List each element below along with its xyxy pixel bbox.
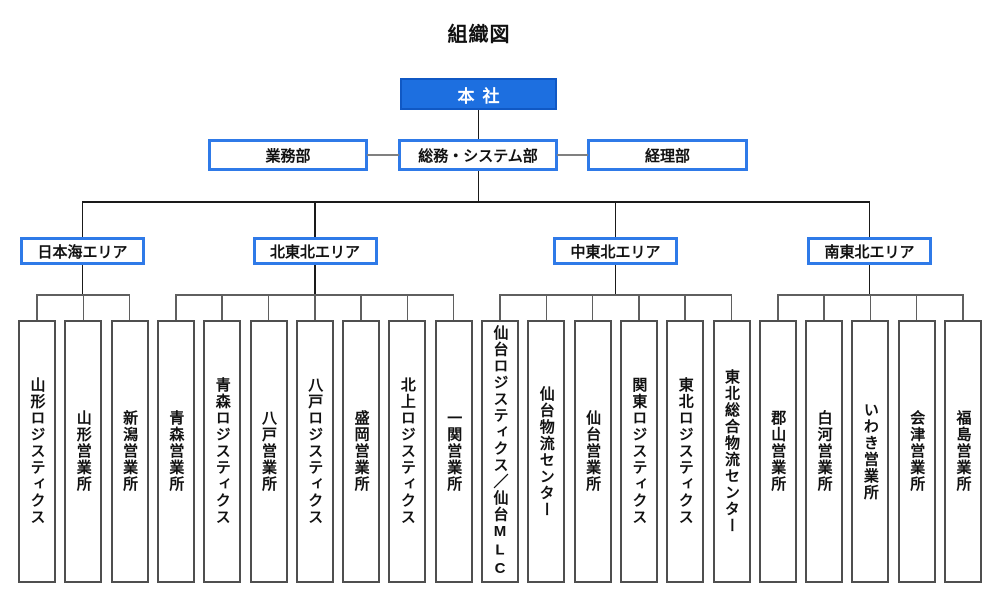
connector-office-stub bbox=[823, 295, 825, 320]
connector-office-stub bbox=[638, 295, 640, 320]
page-title: 組織図 bbox=[447, 24, 511, 46]
connector-office-stub bbox=[128, 295, 131, 320]
connector-trunk bbox=[477, 171, 480, 202]
office-label: 一関営業所 bbox=[445, 410, 463, 493]
office-label: 会津営業所 bbox=[908, 410, 926, 493]
office-label: 東北ロジスティクス bbox=[676, 377, 694, 526]
org-node-office: 郡山営業所 bbox=[758, 320, 797, 583]
org-node-area: 北東北エリア bbox=[252, 237, 378, 265]
org-node-department: 経理部 bbox=[587, 139, 748, 171]
connector-office-bus bbox=[499, 294, 733, 296]
connector-office-stub bbox=[545, 295, 548, 320]
connector-office-stub bbox=[82, 295, 85, 320]
connector-area-to-offices bbox=[81, 265, 84, 295]
connector-root-to-departments bbox=[477, 110, 480, 139]
connector-office-stub bbox=[267, 295, 270, 320]
office-label: 山形営業所 bbox=[74, 410, 92, 493]
connector-area-drop bbox=[314, 202, 316, 237]
connector-area-drop bbox=[868, 202, 871, 237]
org-node-office: 仙台物流センター bbox=[527, 320, 566, 583]
office-label: 八戸営業所 bbox=[260, 410, 277, 493]
connector-area-to-offices bbox=[614, 265, 617, 295]
connector-office-stub bbox=[452, 295, 455, 320]
connector-office-stub bbox=[499, 295, 501, 320]
connector-office-stub bbox=[36, 295, 38, 320]
office-label: 山形ロジスティクス bbox=[28, 377, 46, 526]
office-label: 盛岡営業所 bbox=[352, 410, 370, 493]
connector-area-to-offices bbox=[314, 265, 316, 295]
office-label: 仙台営業所 bbox=[584, 410, 602, 493]
org-node-office: 山形営業所 bbox=[64, 320, 103, 583]
org-node-area: 南東北エリア bbox=[807, 237, 932, 265]
org-node-department: 業務部 bbox=[208, 139, 368, 171]
org-node-office: いわき営業所 bbox=[851, 320, 890, 583]
connector-office-stub bbox=[915, 295, 918, 320]
org-node-office: 新潟営業所 bbox=[110, 320, 149, 583]
office-label: 仙台ロジスティクス／仙台MLC bbox=[491, 324, 509, 579]
office-label: 八戸ロジスティクス bbox=[306, 377, 324, 526]
org-node-office: 関東ロジスティクス bbox=[619, 320, 658, 583]
org-node-office: 青森営業所 bbox=[156, 320, 195, 583]
office-label: 関東ロジスティクス bbox=[630, 377, 648, 526]
connector-office-stub bbox=[962, 295, 964, 320]
office-label: 仙台物流センター bbox=[537, 385, 555, 518]
org-node-office: 白河営業所 bbox=[805, 320, 844, 583]
org-node-office: 福島営業所 bbox=[944, 320, 982, 583]
connector-office-stub bbox=[221, 295, 223, 320]
org-node-office: 一関営業所 bbox=[434, 320, 473, 583]
connector-area-to-offices bbox=[868, 265, 871, 295]
connector-office-stub bbox=[869, 295, 872, 320]
office-label: 北上ロジスティクス bbox=[398, 377, 416, 526]
org-node-office: 山形ロジスティクス bbox=[18, 320, 56, 583]
org-node-area: 中東北エリア bbox=[553, 237, 678, 265]
connector-area-drop bbox=[81, 202, 84, 237]
connector-office-stub bbox=[406, 295, 409, 320]
org-node-office: 八戸営業所 bbox=[249, 320, 288, 583]
office-label: 白河営業所 bbox=[815, 410, 833, 493]
connector-office-stub bbox=[360, 295, 362, 320]
office-label: 郡山営業所 bbox=[769, 410, 787, 493]
connector-area-drop bbox=[614, 202, 617, 237]
org-node-office: 仙台ロジスティクス／仙台MLC bbox=[481, 320, 519, 583]
connector-office-stub bbox=[730, 295, 733, 320]
org-node-office: 八戸ロジスティクス bbox=[295, 320, 334, 583]
org-node-office: 青森ロジスティクス bbox=[203, 320, 242, 583]
office-label: 青森ロジスティクス bbox=[213, 377, 231, 526]
org-node-office: 会津営業所 bbox=[897, 320, 936, 583]
office-label: 青森営業所 bbox=[167, 410, 185, 493]
connector-office-stub bbox=[591, 295, 594, 320]
office-label: 福島営業所 bbox=[954, 410, 972, 493]
office-label: いわき営業所 bbox=[861, 402, 879, 501]
org-node-department: 総務・システム部 bbox=[398, 139, 558, 171]
connector-office-stub bbox=[314, 295, 316, 320]
office-label: 東北総合物流センター bbox=[723, 369, 740, 534]
org-node-office: 盛岡営業所 bbox=[342, 320, 381, 583]
org-node-head-office: 本社 bbox=[400, 78, 557, 110]
connector-area-bus bbox=[81, 201, 871, 203]
org-node-office: 東北ロジスティクス bbox=[666, 320, 705, 583]
org-node-office: 北上ロジスティクス bbox=[388, 320, 427, 583]
org-node-office: 仙台営業所 bbox=[573, 320, 612, 583]
connector-office-stub bbox=[777, 295, 779, 320]
connector-dept-link bbox=[367, 154, 399, 156]
office-label: 新潟営業所 bbox=[121, 410, 139, 493]
connector-office-stub bbox=[175, 295, 177, 320]
org-node-area: 日本海エリア bbox=[20, 237, 145, 265]
connector-office-stub bbox=[684, 295, 686, 320]
org-node-office: 東北総合物流センター bbox=[712, 320, 751, 583]
connector-dept-link bbox=[557, 154, 588, 156]
